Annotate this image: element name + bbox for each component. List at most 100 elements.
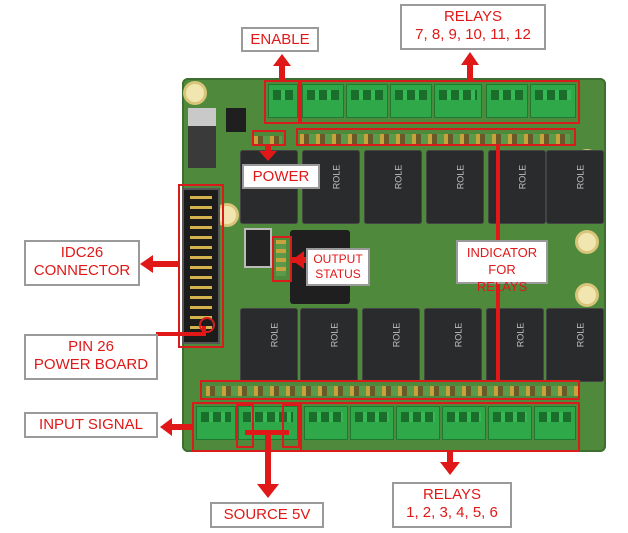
- terminal-block-relay-bottom: [488, 406, 532, 440]
- input-signal-label: INPUT SIGNAL: [24, 412, 158, 438]
- bottom-indicator-highlight: [200, 380, 580, 400]
- idc26-line1: IDC26: [60, 244, 104, 261]
- power-label-text: POWER: [252, 168, 310, 185]
- indicator-label: INDICATOR FOR RELAYS: [456, 240, 548, 294]
- top-indicator-highlight: [296, 128, 576, 146]
- relays-bottom-line2: 1, 2, 3, 4, 5, 6: [406, 504, 498, 521]
- relay-module: ROLE: [362, 308, 420, 382]
- relays-bottom-arrow-head: [440, 462, 460, 475]
- terminal-block-relay-top: [302, 84, 344, 118]
- relay-module: ROLE: [424, 308, 482, 382]
- terminal-block-relay-top: [486, 84, 528, 118]
- enable-label: ENABLE: [241, 27, 319, 52]
- power-arrow-head: [259, 151, 277, 161]
- relay-module: ROLE: [300, 308, 358, 382]
- mounting-hole: [578, 233, 596, 251]
- relays-bottom-highlight: [300, 402, 580, 452]
- relays-top-highlight: [298, 80, 580, 124]
- pin26-arrow: [156, 332, 204, 336]
- indicator-line-bottom: [496, 284, 500, 380]
- terminal-block-relay-bottom: [350, 406, 394, 440]
- terminal-block-enable: [268, 84, 298, 118]
- relay-marking: ROLE: [575, 322, 586, 348]
- terminal-block-relay-bottom: [304, 406, 348, 440]
- relay-marking: ROLE: [329, 322, 340, 348]
- shift-register-chip: [244, 228, 272, 268]
- terminal-block-relay-top: [390, 84, 432, 118]
- enable-arrow: [279, 64, 285, 80]
- output-status-line1: OUTPUT: [313, 252, 363, 266]
- relays-bottom-line1: RELAYS: [422, 486, 482, 503]
- terminal-block-relay-top: [434, 84, 482, 118]
- pin26-label: PIN 26 POWER BOARD: [24, 334, 158, 380]
- terminal-block-relay-bottom: [396, 406, 440, 440]
- mounting-hole: [186, 84, 204, 102]
- relay-marking: ROLE: [575, 164, 586, 190]
- pin26-line: [202, 326, 206, 336]
- output-status-leds: [276, 240, 286, 276]
- enable-label-text: ENABLE: [250, 31, 310, 48]
- terminal-block-relay-top: [346, 84, 388, 118]
- relay-module: ROLE: [486, 308, 544, 382]
- capacitor: [226, 108, 246, 132]
- power-led: [254, 136, 282, 146]
- input-signal-text: INPUT SIGNAL: [39, 416, 143, 433]
- terminal-block-relay-bottom: [442, 406, 486, 440]
- indicator-line2: FOR RELAYS: [476, 262, 528, 294]
- input-signal-arrow-head: [160, 418, 172, 436]
- source-arrow-bar: [245, 430, 289, 435]
- relay-marking: ROLE: [453, 322, 464, 348]
- idc26-arrow-head: [140, 255, 153, 273]
- relay-module: ROLE: [546, 150, 604, 224]
- relay-module: ROLE: [240, 308, 298, 382]
- output-status-label: OUTPUT STATUS: [306, 248, 370, 286]
- indicator-led-row-top: [300, 134, 570, 144]
- terminal-block-relay-top: [530, 84, 576, 118]
- output-status-line2: STATUS: [315, 267, 361, 281]
- relays-bottom-label: RELAYS 1, 2, 3, 4, 5, 6: [392, 482, 512, 528]
- power-highlight: [252, 130, 286, 146]
- output-status-highlight: [272, 236, 292, 282]
- relay-marking: ROLE: [391, 322, 402, 348]
- indicator-led-row-bottom: [206, 386, 578, 396]
- indicator-line-top: [496, 146, 500, 240]
- output-status-arrow-head: [292, 251, 304, 269]
- source-label: SOURCE 5V: [210, 502, 324, 528]
- pin26-marker: [199, 317, 215, 333]
- idc26-line2: CONNECTOR: [33, 262, 131, 279]
- relays-top-arrow: [467, 64, 473, 80]
- terminal-block-input: [196, 406, 236, 440]
- relay-module: ROLE: [426, 150, 484, 224]
- relay-module: ROLE: [546, 308, 604, 382]
- source-arrow: [265, 430, 271, 486]
- relay-marking: ROLE: [517, 164, 528, 190]
- relay-marking: ROLE: [455, 164, 466, 190]
- relays-bottom-arrow: [447, 452, 453, 464]
- indicator-line1: INDICATOR: [466, 245, 538, 260]
- relay-marking: ROLE: [515, 322, 526, 348]
- enable-arrow-head: [273, 54, 291, 66]
- source-highlight-b: [282, 404, 300, 448]
- voltage-regulator: [188, 108, 216, 168]
- relays-top-line2: 7, 8, 9, 10, 11, 12: [415, 26, 531, 43]
- source-arrow-head: [257, 484, 279, 498]
- power-label: POWER: [242, 164, 320, 189]
- relay-marking: ROLE: [331, 164, 342, 190]
- idc26-label: IDC26 CONNECTOR: [24, 240, 140, 286]
- input-signal-arrow: [170, 424, 192, 430]
- relays-top-arrow-head: [461, 52, 479, 65]
- relays-top-label: RELAYS 7, 8, 9, 10, 11, 12: [400, 4, 546, 50]
- relay-marking: ROLE: [269, 322, 280, 348]
- relays-top-line1: RELAYS: [443, 8, 503, 25]
- source-text: SOURCE 5V: [223, 506, 311, 523]
- terminal-block-relay-bottom: [534, 406, 576, 440]
- mounting-hole: [578, 286, 596, 304]
- relay-marking: ROLE: [393, 164, 404, 190]
- pin26-line1: PIN 26: [68, 338, 114, 355]
- power-arrow: [265, 146, 271, 152]
- idc26-arrow: [152, 261, 178, 267]
- pin26-line2: POWER BOARD: [33, 356, 149, 373]
- relay-module: ROLE: [364, 150, 422, 224]
- idc26-highlight: [178, 184, 224, 348]
- source-highlight-a: [236, 404, 254, 448]
